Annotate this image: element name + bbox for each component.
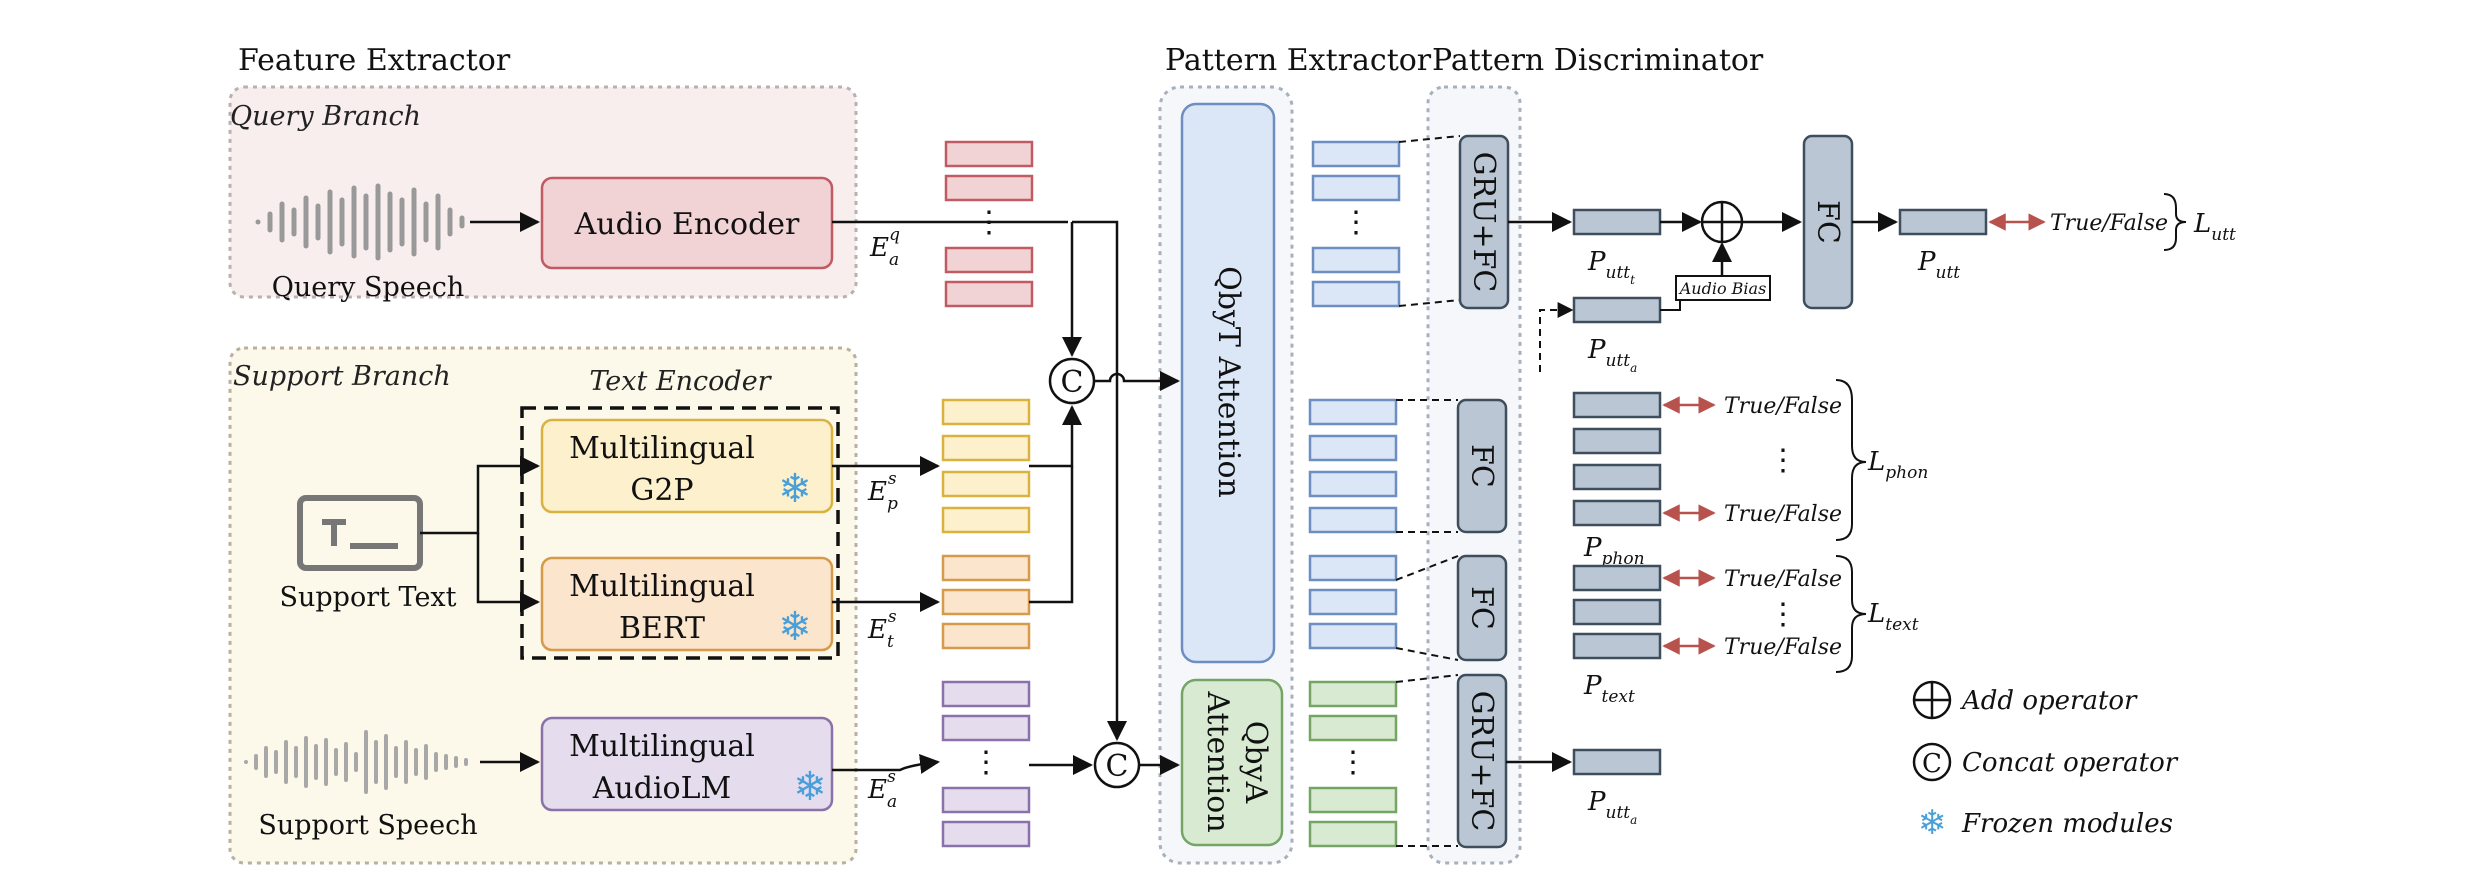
phon-true-false-top: True/False [1724, 394, 1842, 419]
p-utt-true-false: True/False [2050, 211, 2168, 236]
p-text-symbol: Ptext [1583, 671, 1635, 707]
legend: Add operator C Concat operator ❄ Frozen … [1912, 680, 2179, 843]
p-phon-symbol: Pphon [1583, 533, 1645, 569]
audio-branch-dashed-link [1539, 302, 1574, 372]
l-phon-brace [1835, 379, 1867, 541]
audiolm-label-line2: AudioLM [592, 771, 732, 806]
qbyt-attention-label: QbyT Attention [1211, 266, 1246, 498]
p-utt-t-symbol: Puttt [1587, 247, 1635, 287]
text-embedding-stack [941, 554, 1031, 650]
utt-gru-fc-label: GRU+FC [1466, 152, 1501, 293]
audio-bias-label: Audio Bias [1678, 279, 1767, 298]
query-embedding-stack [944, 140, 1034, 308]
p-utt-a-bottom-symbol: Putta [1587, 787, 1637, 827]
audio-pattern-stack [1308, 680, 1398, 848]
text-to-bert-arrow [476, 533, 540, 612]
ets-symbol: Ets [867, 607, 897, 652]
audio-gru-fc-label: GRU+FC [1464, 691, 1499, 832]
g2p-label-line1: Multilingual [569, 431, 755, 466]
phon-pattern-stack [1308, 398, 1398, 534]
g2p-frozen-snowflake-icon: ❄ [778, 466, 812, 512]
eaq-symbol: Eaq [869, 225, 900, 270]
support-branch-label: Support Branch [233, 361, 451, 392]
legend-frozen-label: Frozen modules [1961, 809, 2173, 839]
l-phon-symbol: Lphon [1867, 447, 1928, 483]
qbya-attention-block [1180, 678, 1284, 847]
text-to-concat-line [1029, 466, 1074, 604]
phon-dots: ⋮ [1768, 443, 1798, 478]
audio-bias-box [1675, 275, 1771, 301]
audiolm-block [540, 716, 834, 812]
query-to-concat-bottom-arrow [1072, 220, 1127, 741]
query-waveform-icon [255, 183, 465, 261]
p-utt-a-vector-top [1572, 296, 1662, 324]
feature-extractor-title: Feature Extractor [238, 43, 511, 78]
p-phon-stack [1572, 391, 1662, 527]
legend-concat-label: Concat operator [1962, 748, 2179, 778]
text-encoder-label: Text Encoder [589, 366, 772, 397]
eps-symbol: Eps [867, 469, 898, 514]
l-text-brace [1835, 555, 1867, 673]
support-audio-embedding-dots: ⋮ [971, 745, 1001, 780]
support-speech-label: Support Speech [258, 810, 477, 841]
phon-fc-label: FC [1464, 444, 1499, 488]
utt-pattern-dots: ⋮ [1341, 205, 1371, 240]
phon-true-false-bottom: True/False [1724, 502, 1842, 527]
audiolm-frozen-snowflake-icon: ❄ [793, 764, 827, 810]
bert-label-line2: BERT [619, 611, 705, 646]
phon-fc-block [1456, 398, 1508, 534]
l-text-symbol: Ltext [1867, 599, 1919, 635]
p-utt-t-vector [1572, 208, 1662, 236]
phoneme-embedding-stack [941, 398, 1031, 534]
text-dots: ⋮ [1768, 597, 1798, 632]
text-true-false-bottom: True/False [1724, 635, 1842, 660]
phone-to-concat-arrow [1029, 405, 1082, 468]
legend-add-label: Add operator [1960, 686, 2138, 716]
concat-top-symbol: C [1061, 365, 1084, 400]
qbya-label-line1: QbyA [1238, 721, 1273, 804]
support-text-label: Support Text [279, 582, 456, 613]
bert-label-line1: Multilingual [569, 569, 755, 604]
p-text-stack [1572, 564, 1662, 660]
bert-frozen-snowflake-icon: ❄ [778, 604, 812, 650]
text-fc-block [1456, 554, 1508, 662]
fan-connectors [1395, 135, 1461, 847]
l-utt-brace [2163, 193, 2187, 251]
p-utt-symbol: Putt [1917, 247, 1960, 283]
audiolm-label-line1: Multilingual [569, 729, 755, 764]
query-speech-label: Query Speech [272, 272, 465, 303]
support-audio-embedding-stack [941, 680, 1031, 848]
bert-block [540, 556, 834, 652]
text-pattern-stack [1308, 554, 1398, 650]
legend-concat-symbol: C [1922, 749, 1942, 779]
l-utt-symbol: Lutt [2193, 209, 2236, 245]
text-encoder-box [520, 406, 840, 660]
qbya-label-line2: Attention [1200, 690, 1235, 832]
text-to-g2p-arrow [420, 456, 540, 535]
audio-pattern-dots: ⋮ [1338, 745, 1368, 780]
p-utt-vector [1898, 208, 1988, 236]
g2p-label-line2: G2P [630, 473, 693, 508]
text-true-false-top: True/False [1724, 567, 1842, 592]
concat-bottom-symbol: C [1106, 749, 1129, 784]
qbyt-attention-block [1180, 102, 1276, 664]
audiolm-out-arrow [832, 753, 940, 774]
query-branch-label: Query Branch [230, 101, 421, 132]
concat-to-qbyt-arrow [1094, 371, 1180, 391]
final-fc-label: FC [1810, 200, 1845, 244]
audio-encoder-label: Audio Encoder [574, 207, 800, 242]
legend-concat-icon [1912, 742, 1952, 782]
eas-symbol: Eas [867, 767, 897, 812]
p-utt-a-top-symbol: Putta [1587, 335, 1637, 375]
pattern-extractor-title: Pattern Extractor [1165, 43, 1432, 78]
query-embedding-dots: ⋮ [974, 205, 1004, 240]
text-fc-label: FC [1464, 586, 1499, 630]
utt-pattern-stack [1311, 140, 1401, 308]
support-waveform-icon [244, 730, 468, 794]
p-utt-a-vector-bottom [1572, 748, 1662, 776]
pattern-discriminator-title: Pattern Discriminator [1432, 43, 1764, 78]
legend-snowflake-icon: ❄ [1918, 803, 1947, 843]
